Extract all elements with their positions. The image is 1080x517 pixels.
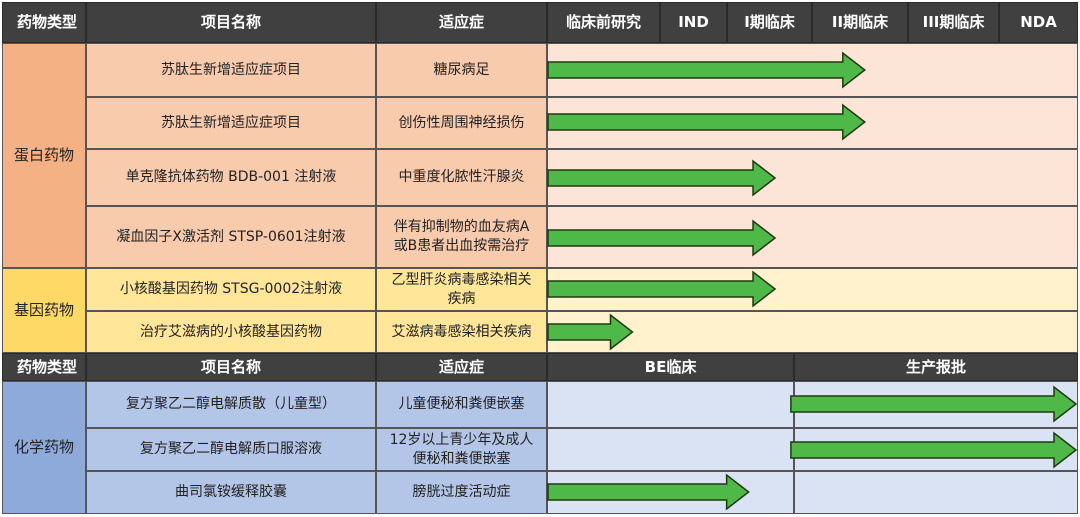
row-5-indication-line1: 乙型肝炎病毒感染相关 (391, 271, 532, 288)
header2-stage-approval: 生产报批 (794, 353, 1078, 381)
row-3-indication: 中重度化脓性汗腺炎 (376, 149, 547, 206)
category-gene: 基因药物 (2, 268, 86, 353)
row-4-indication-line1: 伴有抑制物的血友病A (393, 219, 530, 236)
row-2-lane (547, 97, 1078, 149)
row-8-indication-line1: 12岁以上青少年及成人 (389, 431, 534, 448)
row-6-lane (547, 311, 1078, 353)
header-stage-phase1: I期临床 (727, 2, 812, 43)
row-5-name: 小核酸基因药物 STSG-0002注射液 (86, 268, 376, 311)
row-2-indication: 创伤性周围神经损伤 (376, 97, 547, 149)
header2-stage-be: BE临床 (547, 353, 794, 381)
row-4-lane (547, 206, 1078, 268)
row-8-indication-line2: 便秘和粪便嵌塞 (412, 450, 511, 467)
row-1-indication: 糖尿病足 (376, 43, 547, 97)
row-5-lane (547, 268, 1078, 311)
row-1-lane (547, 43, 1078, 97)
header-col-name: 项目名称 (86, 2, 376, 43)
row-2-name: 苏肽生新增适应症项目 (86, 97, 376, 149)
row-6-indication: 艾滋病毒感染相关疾病 (376, 311, 547, 353)
row-4-name: 凝血因子X激活剂 STSP-0601注射液 (86, 206, 376, 268)
header2-col-name: 项目名称 (86, 353, 376, 381)
row-9-name: 曲司氯铵缓释胶囊 (86, 471, 376, 514)
header-col-indication: 适应症 (376, 2, 547, 43)
header2-col-type: 药物类型 (2, 353, 86, 381)
header-stage-phase2: II期临床 (812, 2, 908, 43)
row-6-name: 治疗艾滋病的小核酸基因药物 (86, 311, 376, 353)
row-9-lane-be (547, 471, 794, 514)
header2-col-indication: 适应症 (376, 353, 547, 381)
row-9-indication: 膀胱过度活动症 (376, 471, 547, 514)
row-7-indication: 儿童便秘和粪便嵌塞 (376, 381, 547, 428)
row-8-lane-be (547, 428, 794, 471)
row-1-name: 苏肽生新增适应症项目 (86, 43, 376, 97)
row-4-indication-line2: 或B患者出血按需治疗 (393, 238, 530, 254)
header-stage-nda: NDA (999, 2, 1078, 43)
row-7-name: 复方聚乙二醇电解质散（儿童型） (86, 381, 376, 428)
row-8-lane-approval (794, 428, 1078, 471)
row-7-lane-approval (794, 381, 1078, 428)
header-stage-ind: IND (660, 2, 727, 43)
row-5-indication-line2: 疾病 (447, 290, 476, 307)
category-chem: 化学药物 (2, 381, 86, 514)
row-7-lane-be (547, 381, 794, 428)
category-protein: 蛋白药物 (2, 43, 86, 268)
row-3-lane (547, 149, 1078, 206)
header-col-type: 药物类型 (2, 2, 86, 43)
row-8-name: 复方聚乙二醇电解质口服溶液 (86, 428, 376, 471)
header-stage-preclinical: 临床前研究 (547, 2, 660, 43)
row-4-indication: 伴有抑制物的血友病A 或B患者出血按需治疗 (376, 206, 547, 268)
row-3-name: 单克隆抗体药物 BDB-001 注射液 (86, 149, 376, 206)
row-8-indication: 12岁以上青少年及成人 便秘和粪便嵌塞 (376, 428, 547, 471)
row-9-lane-approval (794, 471, 1078, 514)
row-5-indication: 乙型肝炎病毒感染相关 疾病 (376, 268, 547, 311)
header-stage-phase3: III期临床 (908, 2, 999, 43)
